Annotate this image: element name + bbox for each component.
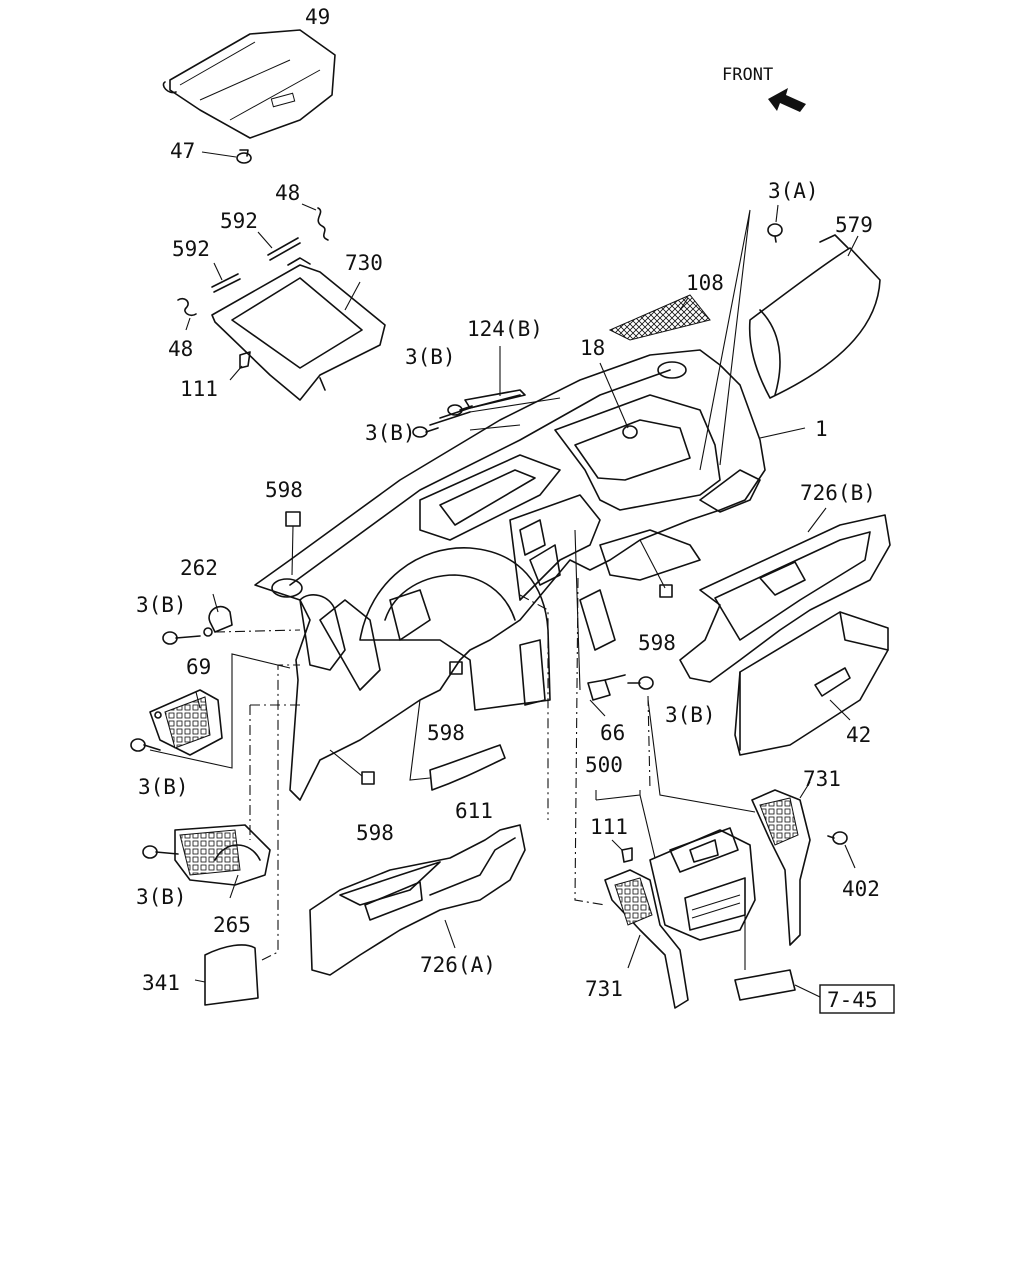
callout-label: 731 [585,977,623,1001]
callout-label: 3(B) [665,703,716,727]
callout-label: 730 [345,251,383,275]
reference-box-label: 7-45 [827,988,878,1012]
part-611-trim-strip [409,699,506,791]
part-42-glove-box [734,611,889,756]
part-598-clip-lower [329,749,375,785]
callout-label: 3(B) [365,421,416,445]
part-47-clip [201,149,252,164]
callout-label: 341 [142,971,180,995]
callout-label: 262 [180,556,218,580]
part-730-bezel [211,257,386,401]
part-66-switch [574,529,626,717]
part-3b-screw-left-middle [130,653,291,769]
part-124b-bracket [429,346,561,431]
part-726b-glove-box-frame [679,507,891,683]
callout-label: 42 [846,723,871,747]
callout-label: 111 [180,377,218,401]
callout-label: 500 [585,753,623,777]
part-3b-screw-left-lower [142,845,179,859]
part-3b-screw-left-upper [162,631,201,645]
callout-label: 579 [835,213,873,237]
part-111-clip-lower [611,839,633,863]
callout-label: 18 [580,336,605,360]
part-265-vent-assembly [174,824,271,899]
front-label: FRONT [722,65,773,85]
front-arrow-icon [768,88,806,112]
part-262-bracket [203,593,301,637]
callout-label: 124(B) [467,317,543,341]
callout-label: 108 [686,271,724,295]
callout-label: 592 [220,209,258,233]
part-111-clip-upper [229,351,251,381]
part-598-clip-right [639,539,673,598]
part-598-clip-center [449,661,463,675]
part-598-clip-upper-left [285,511,301,576]
callout-label: 3(B) [136,593,187,617]
part-49-upper-cover [162,29,336,139]
callout-label: 726(A) [420,953,496,977]
part-48-spring-lower [177,297,197,331]
callout-label: 48 [168,337,193,361]
callout-label: 3(B) [405,345,456,369]
callout-label: 731 [803,767,841,791]
part-731-vent-right [751,781,811,946]
callout-label: 66 [600,721,625,745]
part-500-center-console-cluster [595,790,756,941]
reference-box[interactable]: 7-45 [819,984,895,1014]
part-341-cover [194,664,300,1006]
callout-label: 598 [356,821,394,845]
part-3b-screw-top-a [447,404,473,416]
part-18-clip [599,362,638,439]
callout-label: 1 [815,417,828,441]
callout-label: 49 [305,5,330,29]
part-108-mesh-pad [608,294,711,341]
part-1-instrument-panel [254,349,806,801]
callout-label: 598 [638,631,676,655]
part-3b-screw-right [627,676,756,813]
part-731-vent-left [604,869,689,1009]
callout-label: 69 [186,655,211,679]
callout-label: 726(B) [800,481,876,505]
reference-7-45-panel [734,910,821,1001]
front-direction-indicator: FRONT [722,65,806,112]
callout-label: 48 [275,181,300,205]
callout-label: 3(B) [138,775,189,799]
callout-label: 598 [427,721,465,745]
callout-label: 3(A) [768,179,819,203]
callout-label: 3(B) [136,885,187,909]
callout-label: 611 [455,799,493,823]
callout-label: 598 [265,478,303,502]
part-592-screw-b [257,231,301,261]
part-726a-lower-cover [309,824,526,976]
callout-label: 265 [213,913,251,937]
part-69-side-vent [149,689,223,756]
part-48-spring-upper [301,203,329,241]
part-579-lid [748,234,881,399]
callout-label: 592 [172,237,210,261]
assembly-leader-lines [519,577,651,906]
part-592-screw-a [211,262,241,293]
part-3b-screw-top-b [412,426,439,438]
callout-labels: 49 47 48 592 730 592 48 111 124(B) 3(B) … [136,5,880,1001]
part-402-screw [827,831,856,869]
callout-label: 47 [170,139,195,163]
callout-label: 402 [842,877,880,901]
part-3a-screw [699,204,783,471]
callout-label: 111 [590,815,628,839]
